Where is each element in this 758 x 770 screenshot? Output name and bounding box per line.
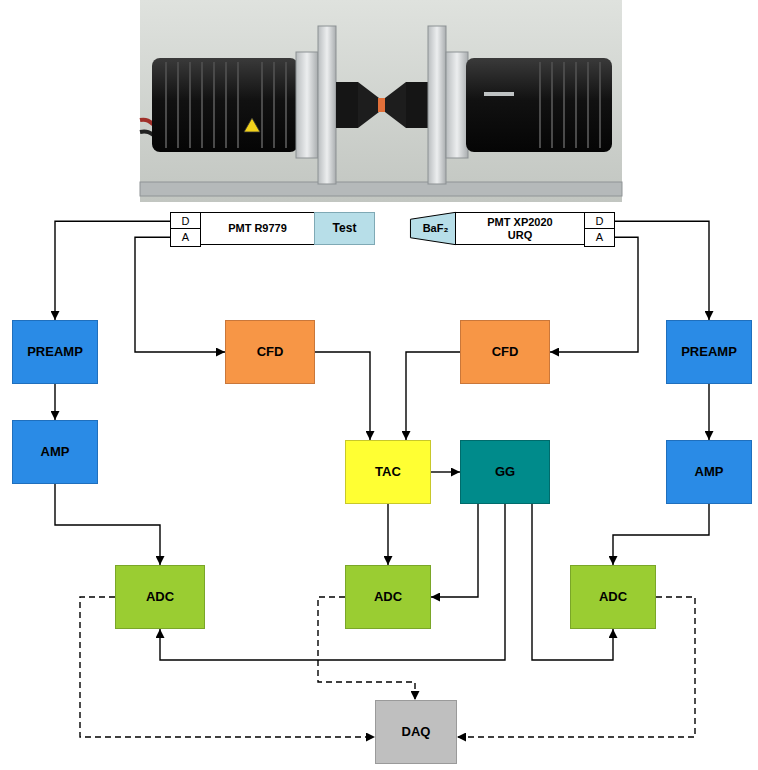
- amp-box: AMP: [12, 420, 98, 484]
- signal-wire: [55, 484, 160, 565]
- sample-box: Test: [314, 212, 375, 245]
- stand-plate: [428, 26, 446, 184]
- box-label: ADC: [599, 590, 627, 605]
- box-label: PMT XP2020 URQ: [478, 216, 562, 241]
- gate-generator-box: GG: [460, 440, 550, 504]
- pin-box: A: [584, 228, 615, 247]
- signal-wire: [708, 384, 709, 440]
- pmt-cone: [358, 82, 379, 128]
- warning-label: [244, 118, 260, 132]
- box-label: D: [182, 215, 190, 228]
- flange: [296, 52, 318, 158]
- adc-box: ADC: [345, 565, 431, 629]
- signal-wire: [387, 504, 388, 565]
- housing-grille: [540, 62, 600, 148]
- box-label: D: [596, 215, 604, 228]
- pmt-tube: [406, 82, 428, 128]
- signal-wire: [160, 504, 505, 660]
- signal-wire: [613, 504, 709, 565]
- housing-screw: [484, 92, 514, 96]
- box-label: CFD: [492, 345, 519, 360]
- pmt-box: PMT XP2020 URQ: [455, 212, 585, 245]
- signal-wire: [615, 221, 709, 320]
- rail: [140, 182, 622, 196]
- tac-box: TAC: [345, 440, 431, 504]
- signal-wire: [550, 237, 638, 352]
- housing-grille: [166, 62, 286, 148]
- cfd-box: CFD: [225, 320, 315, 384]
- cfd-box: CFD: [460, 320, 550, 384]
- stand-plate: [318, 26, 336, 184]
- crystal-trapezoid: BaF₂: [410, 212, 456, 245]
- preamp-box: PREAMP: [12, 320, 98, 384]
- trapezoid-shape: [410, 212, 455, 244]
- box-label: TAC: [375, 465, 401, 480]
- box-label: Test: [333, 222, 357, 236]
- box-label: ADC: [146, 590, 174, 605]
- signal-wire: [406, 352, 460, 440]
- signal-wire: [55, 221, 170, 320]
- box-label: PREAMP: [27, 345, 83, 360]
- flange: [446, 52, 468, 158]
- signal-wire: [431, 471, 460, 472]
- box-label: A: [596, 231, 603, 244]
- signal-wire: [431, 504, 478, 597]
- box-label: PMT R9779: [228, 222, 287, 235]
- box-label: AMP: [695, 465, 724, 480]
- box-label: PREAMP: [681, 345, 737, 360]
- box-label: BaF₂: [418, 222, 449, 235]
- box-label: CFD: [257, 345, 284, 360]
- photo-background: [140, 0, 622, 202]
- adc-box: ADC: [115, 565, 205, 629]
- box-label: ADC: [374, 590, 402, 605]
- amp-box: AMP: [666, 440, 752, 504]
- signal-wire: [315, 352, 370, 440]
- pmt-housing: [152, 58, 298, 152]
- pmt-tube: [336, 82, 358, 128]
- box-label: A: [182, 231, 189, 244]
- box-label: GG: [495, 465, 515, 480]
- adc-box: ADC: [570, 565, 656, 629]
- box-label: AMP: [41, 445, 70, 460]
- signal-wire: [54, 384, 55, 420]
- pmt-box: PMT R9779: [200, 212, 315, 245]
- pin-box: A: [170, 228, 201, 247]
- daq-box: DAQ: [375, 700, 457, 764]
- crystal: [378, 98, 386, 112]
- preamp-box: PREAMP: [666, 320, 752, 384]
- pmt-housing: [466, 58, 612, 152]
- signal-wire: [135, 237, 225, 352]
- pmt-cone: [385, 82, 406, 128]
- setup-photo: [0, 0, 758, 205]
- box-label: DAQ: [402, 725, 431, 740]
